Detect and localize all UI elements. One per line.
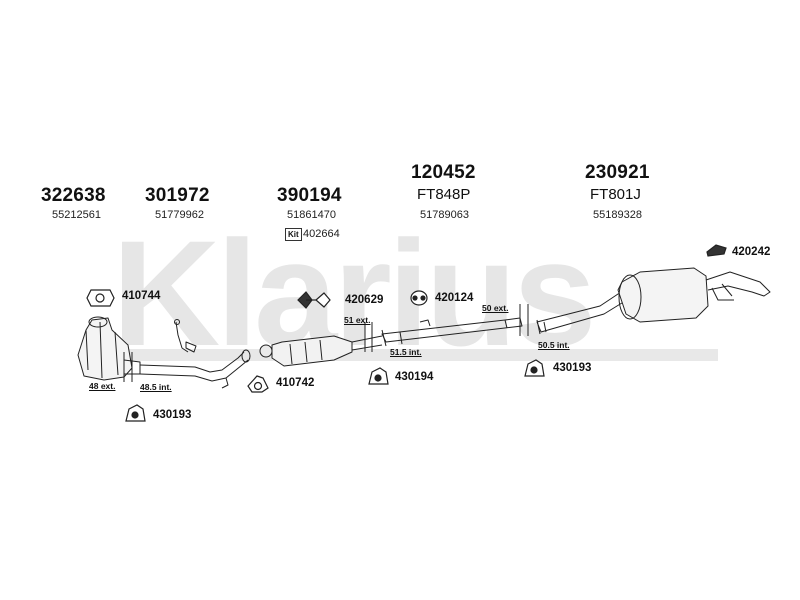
- accessory-420124: 420124: [435, 292, 474, 304]
- oe-number-55212561: 55212561: [52, 209, 101, 221]
- dimension-50-5-int: 50.5 int.: [538, 340, 570, 350]
- intermediate-pipe: [381, 317, 523, 347]
- mounting-icon: [368, 367, 389, 385]
- dimension-51-5-int: 51.5 int.: [390, 347, 422, 357]
- front-pipe: [139, 319, 251, 389]
- part-number-301972: 301972: [145, 185, 210, 206]
- accessory-420242: 420242: [732, 246, 771, 258]
- triangle-gasket-icon: [247, 375, 269, 393]
- dimension-51-ext: 51 ext.: [344, 315, 371, 325]
- dimension-48-ext: 48 ext.: [89, 381, 116, 391]
- accessory-430193-left: 430193: [153, 409, 192, 421]
- part-code-ft848p: FT848P: [417, 186, 471, 203]
- gasket-icon: [86, 289, 115, 307]
- part-number-322638: 322638: [41, 185, 106, 206]
- rubber-ring-icon: [410, 290, 428, 306]
- middle-catalyst: [259, 335, 383, 367]
- part-number-230921: 230921: [585, 162, 650, 183]
- dimension-50-ext: 50 ext.: [482, 303, 509, 313]
- kit-part-number: 402664: [303, 228, 340, 240]
- rear-silencer: [536, 267, 771, 335]
- accessory-420629: 420629: [345, 294, 384, 306]
- oe-number-51779962: 51779962: [155, 209, 204, 221]
- accessory-430194: 430194: [395, 371, 434, 383]
- oe-number-55189328: 55189328: [593, 209, 642, 221]
- hanger-icon: [706, 244, 727, 257]
- part-code-ft801j: FT801J: [590, 186, 641, 203]
- kit-badge: Kit: [285, 228, 302, 241]
- accessory-410744: 410744: [122, 290, 161, 302]
- oe-number-51789063: 51789063: [420, 209, 469, 221]
- part-number-120452: 120452: [411, 162, 476, 183]
- clamp-icon: [297, 291, 331, 309]
- oe-number-51861470: 51861470: [287, 209, 336, 221]
- accessory-410742: 410742: [276, 377, 315, 389]
- dimension-48-5-int: 48.5 int.: [140, 382, 172, 392]
- accessory-430193-right: 430193: [553, 362, 592, 374]
- mounting-icon: [524, 359, 545, 377]
- part-number-390194: 390194: [277, 185, 342, 206]
- mounting-icon: [125, 404, 146, 422]
